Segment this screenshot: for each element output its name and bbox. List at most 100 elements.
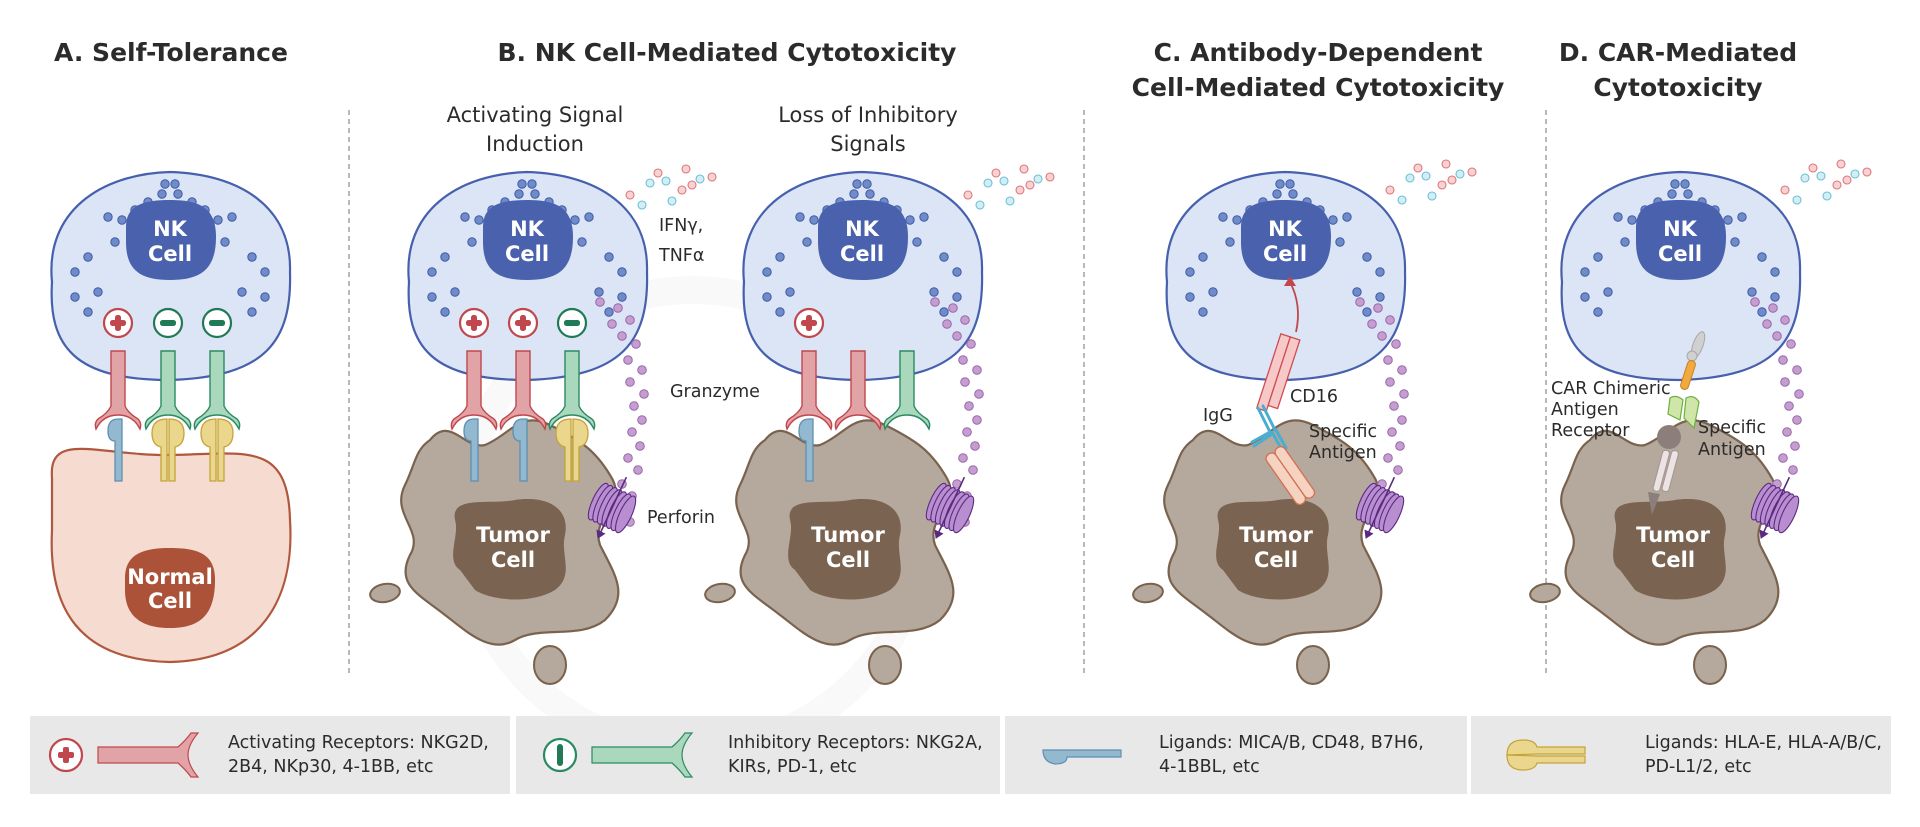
granule-dot [1375,292,1385,302]
granule-dot [247,252,257,262]
granule-dot [474,215,484,225]
granzyme-dot [595,297,605,307]
granule-dot [1225,237,1235,247]
panel-b2-subtitle-line1: Loss of Inhibitory [778,103,958,127]
perforin-subunit [614,495,637,534]
nk-label-line1: NK [1663,217,1698,241]
cd16-chain [1267,336,1301,410]
inhibitory-signal-icon [556,307,588,339]
perforin-arrow [936,476,966,536]
granule-dot [1335,237,1345,247]
granule-dot [570,215,580,225]
cytokine-particles [1780,159,1872,205]
legend-inhibitory-ligands: Ligands: HLA-E, HLA-A/B/C, PD-L1/2, etc [1471,716,1891,794]
granzyme-dot [1750,297,1760,307]
cytokine-dot [1862,167,1872,177]
tumor-debris [369,582,401,604]
car-scfv [1683,396,1700,430]
cd16-receptor [1255,333,1301,412]
signal-bar [115,315,121,331]
cytokine-dot [1019,164,1029,174]
granule-dot [802,237,812,247]
granule-dot [604,307,614,317]
specific-antigen-d-line2: Antigen [1698,440,1766,460]
granzyme-dot [627,427,637,437]
inhibitory-signal-icon [152,307,184,339]
granule-dot [1288,189,1298,199]
perforin-arrow [598,476,628,536]
granule-dot [1218,212,1228,222]
granule-dot [785,287,795,297]
granule-dot [1208,287,1218,297]
granule-dot [952,267,962,277]
granule-dot [160,179,170,189]
tumor-debris [1296,645,1330,685]
legend-activating-receptors: Activating Receptors: NKG2D, 2B4, NKp30,… [30,716,510,794]
activating-ligand-icon [1042,749,1122,765]
granule-dot [762,267,772,277]
legend-text: Ligands: HLA-E, HLA-A/B/C, PD-L1/2, etc [1645,733,1882,777]
nk-label-line1: NK [845,217,880,241]
cytokine-dot [983,178,993,188]
cytokine-dot [991,168,1001,178]
cytokine-dot [1413,163,1423,173]
granule-dot [604,252,614,262]
antigen-sphere [1657,425,1681,449]
antigen-stalk [1652,449,1670,492]
granule-dot [1328,215,1338,225]
granzyme-dot [629,401,639,411]
tumor-label-line1: Tumor [1636,523,1710,547]
granule-dot [427,292,437,302]
granule-dot [170,179,180,189]
granule-dot [1272,189,1282,199]
tumor-label-line2: Cell [1651,548,1695,572]
granule-dot [1747,287,1757,297]
inhibitory-ligand-icon [1506,739,1586,771]
cytokine-dot [1385,185,1395,195]
cytokine-dot [1832,180,1842,190]
granzyme-dot [1377,331,1387,341]
panel-b1-subtitle-line1: Activating Signal [447,103,624,127]
activating-ligand [463,418,479,482]
granzyme-dot [1784,401,1794,411]
cytokine-dot [1427,191,1437,201]
granule-dot [1770,267,1780,277]
activating-signal-icon [507,307,539,339]
cytokine-dot [1816,171,1826,181]
perforin-pore [1750,476,1800,539]
granzyme-dot [974,389,984,399]
specific-antigen-c-line1: Specific [1309,422,1377,442]
cytokine-dot [687,180,697,190]
tumor-label-line2: Cell [491,548,535,572]
granule-dot [809,215,819,225]
car-costim-domain [1680,360,1696,390]
granule-dot [530,189,540,199]
granzyme-dot [631,339,641,349]
granule-dot [1613,212,1623,222]
granzyme-dot [1778,453,1788,463]
granzyme-dot [930,297,940,307]
specific-antigen-c-line2: Antigen [1309,443,1377,463]
granzyme-dot [958,355,968,365]
granzyme-dot [1762,319,1772,329]
granule-dot [1770,292,1780,302]
activating-signal-icon [793,307,825,339]
tumor-label-line1: Tumor [1239,523,1313,547]
nk-label-line1: NK [153,217,188,241]
cytokine-dot [625,190,635,200]
granule-dot [775,307,785,317]
panel-d-title-line1: D. CAR-Mediated [1559,38,1797,67]
inhibitory-ligand [200,418,217,482]
cytokine-dot [1015,185,1025,195]
granzyme-dot [1385,315,1395,325]
granule-dot [762,292,772,302]
inhibitory-receptor [144,350,192,431]
granule-dot [929,287,939,297]
granule-dot [1580,267,1590,277]
panel-b2-subtitle-line2: Signals [830,132,905,156]
antigen-chain [1274,445,1316,499]
tumor-nucleus [1216,499,1329,600]
activating-receptor [834,350,882,431]
cytokine-dot [681,164,691,174]
